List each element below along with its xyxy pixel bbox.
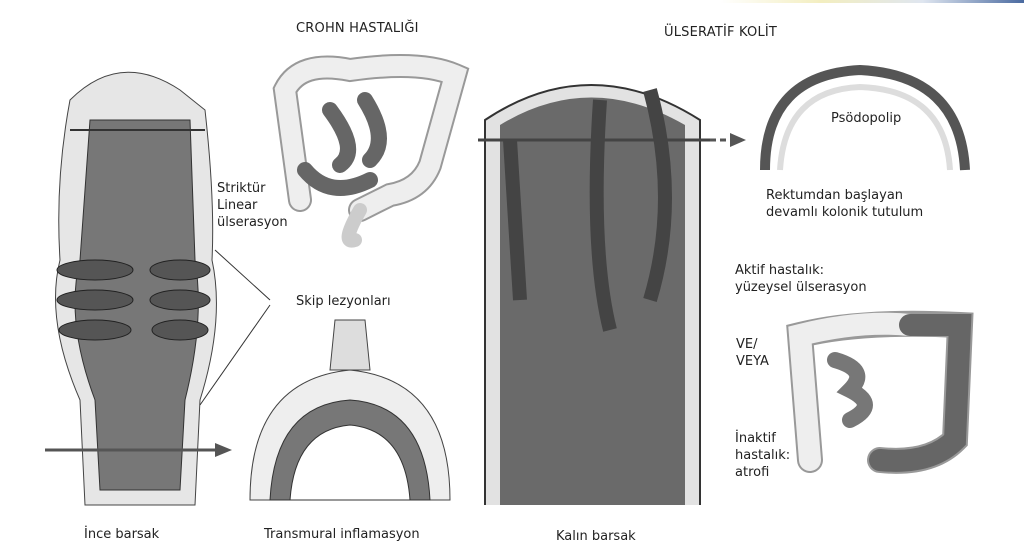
skip-lesions-label: Skip lezyonları xyxy=(296,294,391,309)
active-line-2: yüzeysel ülserasyon xyxy=(735,280,867,295)
continuous-line-2: devamlı kolonik tutulum xyxy=(766,205,924,220)
continuous-line-1: Rektumdan başlayan xyxy=(766,188,904,203)
crohn-colon-illustration xyxy=(272,54,470,248)
uc-title: ÜLSERATİF KOLİT xyxy=(664,25,778,40)
top-edge-strip xyxy=(720,0,1024,3)
stricture-line-1: Striktür xyxy=(217,181,266,196)
inactive-line-3: atrofi xyxy=(735,465,770,480)
transmural-section-illustration xyxy=(249,319,451,501)
large-bowel-label: Kalın barsak xyxy=(556,529,636,544)
leader-lines xyxy=(199,249,271,406)
pseudopolyp-label: Psödopolip xyxy=(831,111,902,126)
stricture-line-2: Linear xyxy=(217,198,258,213)
inactive-line-1: İnaktif xyxy=(735,431,776,446)
andor-line-2: VEYA xyxy=(736,354,769,369)
active-line-1: Aktif hastalık: xyxy=(735,263,825,278)
crohn-title: CROHN HASTALIĞI xyxy=(296,21,419,36)
transmural-label: Transmural inflamasyon xyxy=(264,527,420,542)
active-label: Aktif hastalık: yüzeysel ülserasyon xyxy=(735,262,867,296)
small-bowel-label: İnce barsak xyxy=(84,527,160,542)
large-bowel-illustration xyxy=(478,84,746,505)
inactive-label: İnaktif hastalık: atrofi xyxy=(735,430,790,481)
pseudopolyp-section-illustration xyxy=(760,64,970,171)
andor-label: VE/ VEYA xyxy=(736,336,769,370)
uc-colon-illustration xyxy=(786,310,974,474)
stricture-label: Striktür Linear ülserasyon xyxy=(217,180,288,231)
andor-line-1: VE/ xyxy=(736,337,758,352)
continuous-label: Rektumdan başlayan devamlı kolonik tutul… xyxy=(766,187,923,221)
small-bowel-illustration xyxy=(45,71,232,506)
stricture-line-3: ülserasyon xyxy=(217,215,288,230)
inactive-line-2: hastalık: xyxy=(735,448,791,463)
